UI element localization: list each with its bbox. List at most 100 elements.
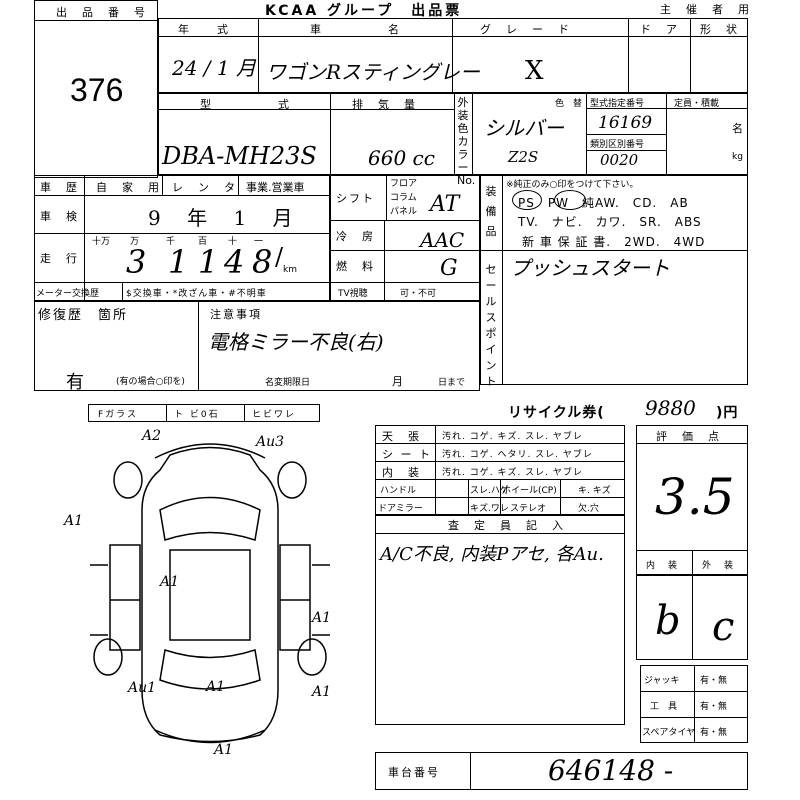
right-doors <box>279 544 311 651</box>
accessory-spare-label: スペアタイヤ <box>642 728 696 738</box>
damage-mark-a1-roof: A1 <box>160 574 180 590</box>
condition-stereo-items: 欠.穴 <box>578 504 599 514</box>
grade-value: X <box>525 56 544 86</box>
chassis-label: 車台番号 <box>388 766 440 779</box>
damage-mark-au1: Au1 <box>128 680 157 696</box>
door-label: ド ア <box>640 23 679 36</box>
condition-wheel-label: ホイール(CP) <box>502 486 557 496</box>
inspector-box <box>375 515 625 725</box>
glass-crack: ヒビワレ <box>252 410 297 420</box>
equipment-row-2: TV. ナビ. カワ. SR. ABS <box>518 215 702 229</box>
interior-grade-label: 内 装 <box>646 561 680 571</box>
car-name-value: ワゴンRスティングレー <box>266 60 480 84</box>
organizer-label: 主 催 者 用 <box>660 3 751 16</box>
glass-row <box>88 404 320 422</box>
mileage-label: 走 行 <box>40 252 79 265</box>
mileage-digit-4: 4 <box>224 243 245 281</box>
equipment-note: ※純正のみ○印をつけて下さい。 <box>506 180 639 190</box>
left-doors <box>109 544 141 651</box>
repair-history-value: 有 <box>66 372 84 393</box>
repair-table <box>34 301 480 391</box>
body-type-label: 形 状 <box>700 23 739 36</box>
km-unit: km <box>283 265 297 275</box>
name-change-day: 日まで <box>438 378 466 388</box>
digit-unit-10: 十 <box>228 237 238 247</box>
condition-ceiling-items: 汚れ. コゲ. キズ. スレ. ヤブレ <box>442 432 583 442</box>
ps-circle <box>512 190 542 210</box>
equipment-table <box>480 175 748 385</box>
inspection-label: 車 検 <box>40 210 79 223</box>
drivetrain-table <box>330 175 480 301</box>
lot-number-box <box>34 0 158 178</box>
damage-mark-a1-rearright: A1 <box>312 684 332 700</box>
shift-value: AT <box>430 192 460 217</box>
pw-circle <box>554 190 586 210</box>
type-number-label: 型式指定番号 <box>590 99 645 109</box>
year-label: 年 式 <box>178 23 230 36</box>
capacity-unit-kg: kg <box>732 152 743 162</box>
digit-unit-1k: 千 <box>166 237 176 247</box>
color-number-value: Z2S <box>508 148 539 166</box>
name-change-label: 名変期限日 <box>265 378 311 388</box>
mileage-digits: 十万 万 千 百 十 一 3 1 1 4 8 / <box>90 233 290 282</box>
repair-history-label: 修復歴 箇所 <box>38 308 129 323</box>
condition-seat-label: シ ー ト <box>382 448 432 461</box>
roof <box>169 549 251 641</box>
class-number-value: 0020 <box>600 151 639 169</box>
exterior-color-label: 外装色カラーNo. <box>457 96 476 187</box>
shift-floor: フロア <box>390 179 418 189</box>
mileage-digit-5: 8 <box>252 243 273 281</box>
mileage-digit-2: 1 <box>168 243 189 281</box>
equipment-row-3: 新 車 保 証 書. 2WD. 4WD <box>522 235 706 249</box>
inspector-label: 査 定 員 記 入 <box>448 519 565 532</box>
glass-chip: ト ビ0石 <box>174 410 220 420</box>
wheel-rear-left <box>93 638 123 676</box>
condition-handle-items: スレ.ハゲ <box>470 486 509 496</box>
class-number-label: 類別区別番号 <box>590 140 645 150</box>
front-bumper <box>154 443 266 459</box>
name-change-month: 月 <box>392 375 405 388</box>
displacement-value: 660 cc <box>368 146 435 170</box>
damage-mark-a1-right: A1 <box>312 610 332 626</box>
model-value: DBA-MH23S <box>162 142 317 170</box>
accessory-jack-label: ジャッキ <box>644 676 680 686</box>
notes-value: 電格ミラー不良(右) <box>208 330 384 354</box>
grade-score: 3.5 <box>655 468 735 526</box>
history-table <box>34 175 330 301</box>
history-private: 自 家 用 <box>96 181 161 194</box>
fuel-value: G <box>440 256 458 281</box>
year-value: 24 / 1 月 <box>172 56 256 80</box>
exterior-grade-value: c <box>712 604 735 650</box>
condition-interior-label: 内 装 <box>382 466 421 479</box>
color-value: シルバー <box>484 116 564 140</box>
digit-unit-1: 一 <box>254 237 264 247</box>
damage-mark-a1-rear: A1 <box>206 679 226 695</box>
vehicle-table <box>158 18 748 93</box>
condition-stereo-label: ステレオ <box>510 504 547 514</box>
digit-unit-100k: 十万 <box>92 237 111 247</box>
repair-note: (有の場合○印を) <box>116 377 185 387</box>
rear-window <box>159 649 261 690</box>
chassis-value: 646148 - <box>548 754 674 787</box>
history-business: 事業.営業車 <box>246 181 305 194</box>
meter-change-options: $交換車・*改ざん車・#不明車 <box>126 289 267 299</box>
meter-change-label: メーター交換歴 <box>36 289 100 299</box>
car-diagram <box>90 443 330 744</box>
shift-label: シフト <box>336 192 375 205</box>
accessory-spare-options: 有・無 <box>700 728 728 738</box>
form-header: KCAA グループ 出品票 <box>265 3 463 19</box>
sales-point-label: セールスポイント <box>485 263 497 388</box>
equipment-label: 装備品 <box>485 185 497 238</box>
sales-point-value: プッシュスタート <box>510 256 670 280</box>
wheel-rear-right <box>297 638 327 676</box>
tv-label: TV視聴 <box>338 289 368 299</box>
tv-options: 可・不可 <box>400 289 437 299</box>
model-table <box>158 93 748 175</box>
mileage-digit-3: 1 <box>198 243 219 281</box>
recycle-label: リサイクル券( <box>508 405 605 421</box>
accessory-tools-label: 工 具 <box>650 702 678 712</box>
condition-mirror-label: ドアミラー <box>378 504 423 514</box>
lot-number: 376 <box>70 72 124 108</box>
model-label: 型 式 <box>200 98 291 111</box>
notes-label: 注意事項 <box>210 308 262 321</box>
